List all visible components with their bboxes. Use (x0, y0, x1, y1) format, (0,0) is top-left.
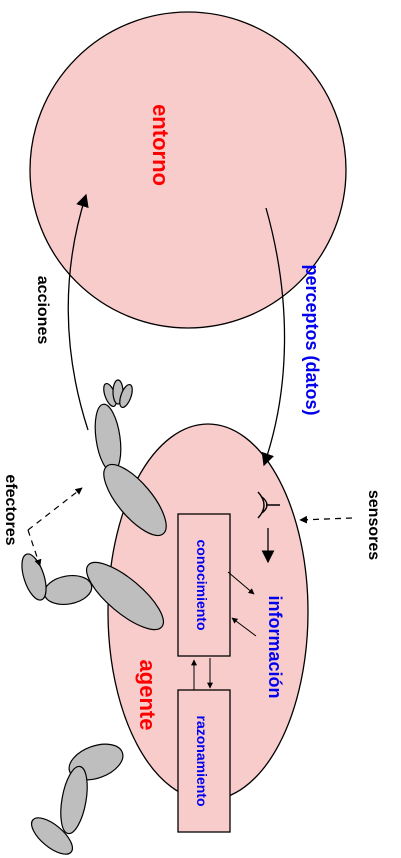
perceptos-label: perceptos (datos) (302, 264, 322, 415)
sensores-arrow (300, 518, 352, 520)
razonamiento-label: razonamiento (194, 715, 210, 806)
agent-figure (17, 380, 176, 858)
sensores-label: sensores (365, 490, 382, 560)
efectores-arrow-upper (28, 488, 82, 530)
agente-label: agente (135, 660, 160, 731)
efectores-label: efectores (2, 474, 19, 545)
acciones-label: acciones (34, 276, 51, 345)
informacion-label: información (265, 595, 285, 698)
conocimiento-label: conocimiento (194, 539, 210, 630)
environment-circle (30, 12, 346, 328)
entorno-label: entorno (148, 104, 173, 186)
